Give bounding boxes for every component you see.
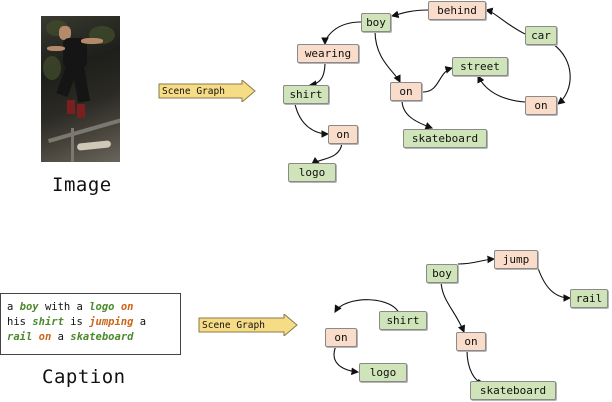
node-jump: jump <box>494 250 538 269</box>
caption-word: with a <box>38 301 90 313</box>
node-shirt-bottom: shirt <box>379 311 427 330</box>
caption-object-word: shirt <box>32 316 64 328</box>
caption-word: is <box>63 316 90 328</box>
scene-graph-arrow-bottom: Scene Graph <box>198 314 298 336</box>
caption-relation-word: jumping <box>89 316 134 328</box>
caption-label: Caption <box>42 366 126 388</box>
caption-object-word: boy <box>19 301 39 313</box>
caption-object-word: rail <box>7 331 33 343</box>
node-street: street <box>452 57 508 76</box>
image-label: Image <box>52 174 112 196</box>
scene-graph-label-bottom: Scene Graph <box>202 319 265 331</box>
node-on-car-street: on <box>525 96 557 115</box>
node-logo-bottom: logo <box>359 363 407 382</box>
node-skateboard-bottom: skateboard <box>470 381 556 400</box>
caption-object-word: skateboard <box>70 331 134 343</box>
caption-word: a <box>7 301 20 313</box>
node-on-shirt-bottom: on <box>325 328 357 347</box>
node-rail: rail <box>570 289 608 308</box>
scene-graph-label-top: Scene Graph <box>162 85 225 97</box>
caption-word: his <box>7 316 33 328</box>
node-on-rail-skateboard: on <box>456 332 486 351</box>
caption-relation-word: on <box>120 301 134 313</box>
node-behind: behind <box>428 1 486 20</box>
node-skateboard: skateboard <box>403 129 487 148</box>
node-on-boy-skateboard: on <box>390 82 422 101</box>
node-wearing: wearing <box>297 44 359 63</box>
caption-word: a <box>133 316 147 328</box>
caption-relation-word: on <box>38 331 52 343</box>
caption-object-word: logo <box>89 301 115 313</box>
caption-word: a <box>51 331 71 343</box>
node-boy-bottom: boy <box>426 264 458 283</box>
node-on-shirt-logo: on <box>328 125 358 144</box>
skateboarder-photo <box>41 16 120 162</box>
scene-graph-arrow-top: Scene Graph <box>158 80 256 102</box>
node-logo: logo <box>288 163 336 182</box>
node-car: car <box>525 26 557 45</box>
node-boy: boy <box>361 13 391 32</box>
node-shirt: shirt <box>283 85 329 104</box>
